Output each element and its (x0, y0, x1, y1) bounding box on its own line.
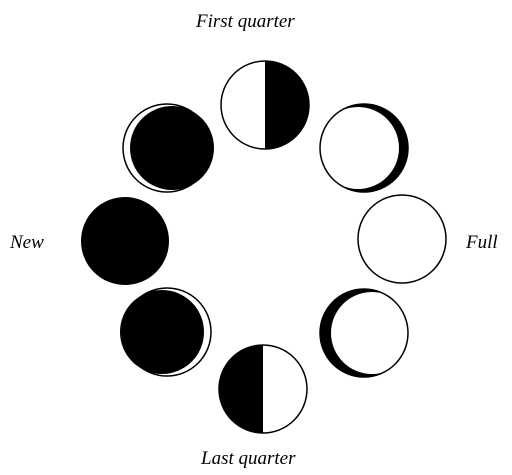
moon-first-quarter (221, 61, 309, 149)
moon-last-quarter (219, 345, 307, 433)
moon-waning-gibbous (320, 289, 413, 377)
label-first-quarter: First quarter (196, 12, 295, 31)
moon-full (358, 195, 446, 283)
moon-waxing-gibbous (317, 104, 408, 192)
moon-new (81, 197, 169, 285)
label-new: New (10, 233, 44, 252)
moon-waxing-crescent (123, 104, 214, 192)
label-last-quarter: Last quarter (201, 449, 296, 468)
label-full: Full (466, 233, 498, 252)
moon-waning-crescent (120, 288, 211, 376)
